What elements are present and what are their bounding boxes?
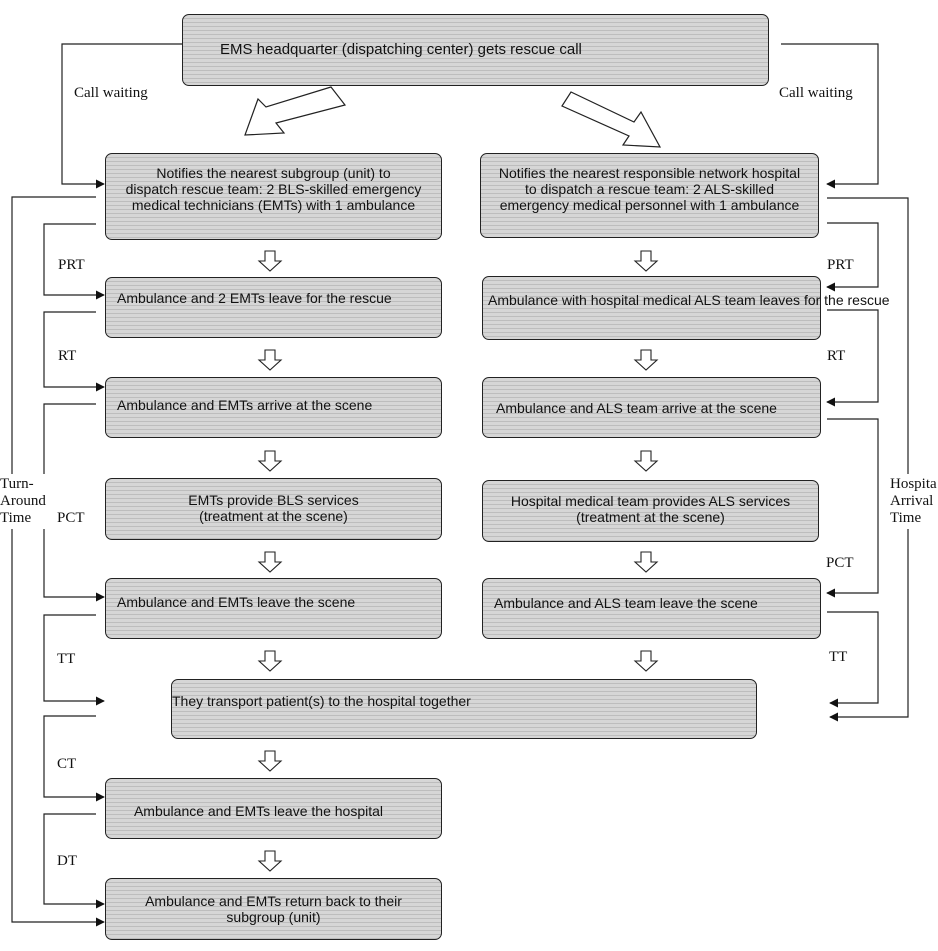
prt-left-label: PRT (58, 257, 85, 273)
tt-right-line (827, 611, 879, 708)
als-services-box: Hospital medical team provides ALS servi… (482, 480, 819, 542)
hollow-down-arrow-icon (633, 650, 659, 672)
als-leave-rescue-text: Ambulance with hospital medical ALS team… (488, 292, 890, 308)
hollow-down-arrow-icon (633, 551, 659, 573)
hollow-down-arrow-icon (257, 450, 283, 472)
hollow-arrow-right-diagonal (561, 91, 662, 148)
dt-left-line (43, 813, 105, 909)
bls-services-box: EMTs provide BLS services (treatment at … (105, 478, 442, 540)
hollow-down-arrow-icon (257, 750, 283, 772)
pct-left-label: PCT (57, 510, 85, 526)
als-leave-scene-text: Ambulance and ALS team leave the scene (494, 595, 758, 611)
bls-leave-scene-text: Ambulance and EMTs leave the scene (117, 594, 356, 610)
return-box: Ambulance and EMTs return back to their … (105, 878, 442, 940)
als-services-text: Hospital medical team provides ALS servi… (510, 493, 791, 525)
bls-arrive-box: Ambulance and EMTs arrive at the scene (105, 377, 442, 438)
return-text: Ambulance and EMTs return back to their … (145, 893, 402, 925)
call-waiting-left-line (61, 43, 182, 189)
headquarter-text: EMS headquarter (dispatching center) get… (220, 41, 582, 58)
hollow-down-arrow-icon (633, 349, 659, 371)
bls-leave-scene-box: Ambulance and EMTs leave the scene (105, 578, 442, 639)
hospital-arrival-line (827, 197, 909, 722)
prt-left-line (43, 223, 105, 300)
hollow-down-arrow-icon (633, 250, 659, 272)
transport-box: They transport patient(s) to the hospita… (171, 679, 757, 739)
call-waiting-right-line (781, 43, 879, 189)
bls-leave-rescue-box: Ambulance and 2 EMTs leave for the rescu… (105, 277, 442, 338)
als-arrive-text: Ambulance and ALS team arrive at the sce… (496, 400, 777, 416)
hollow-down-arrow-icon (257, 650, 283, 672)
bls-notify-box: Notifies the nearest subgroup (unit) to … (105, 153, 442, 240)
hollow-down-arrow-icon (257, 551, 283, 573)
rt-left-label: RT (58, 348, 77, 364)
bls-leave-rescue-text: Ambulance and 2 EMTs leave for the rescu… (117, 290, 392, 306)
tt-right-label: TT (829, 649, 848, 665)
dt-label: DT (57, 853, 77, 869)
transport-text: They transport patient(s) to the hospita… (172, 693, 471, 709)
pct-right-line (826, 418, 879, 598)
hollow-down-arrow-icon (257, 349, 283, 371)
call-waiting-left-label: Call waiting (74, 85, 148, 101)
prt-right-label: PRT (827, 257, 854, 273)
rt-left-line (43, 311, 105, 392)
als-notify-text: Notifies the nearest responsible network… (498, 165, 801, 213)
rt-right-line (826, 309, 879, 407)
rt-right-label: RT (827, 348, 846, 364)
tt-left-line (43, 614, 105, 706)
headquarter-box: EMS headquarter (dispatching center) get… (182, 14, 769, 86)
leave-hospital-text: Ambulance and EMTs leave the hospital (133, 803, 384, 819)
als-leave-scene-box: Ambulance and ALS team leave the scene (482, 578, 821, 639)
leave-hospital-box: Ambulance and EMTs leave the hospital (105, 778, 442, 839)
als-arrive-box: Ambulance and ALS team arrive at the sce… (482, 377, 821, 438)
bls-services-text: EMTs provide BLS services (treatment at … (188, 492, 359, 524)
bls-notify-text: Notifies the nearest subgroup (unit) to … (125, 165, 422, 213)
ct-left-line (43, 715, 105, 802)
turn-around-time-label: Turn- Around Time (0, 474, 46, 529)
bls-arrive-text: Ambulance and EMTs arrive at the scene (117, 397, 373, 413)
hollow-down-arrow-icon (257, 850, 283, 872)
hollow-down-arrow-icon (633, 450, 659, 472)
prt-right-line (826, 222, 879, 292)
hospital-arrival-time-label: Hospita Arrival Time (890, 474, 937, 529)
ct-label: CT (57, 756, 77, 772)
als-notify-box: Notifies the nearest responsible network… (480, 153, 819, 238)
als-leave-rescue-box: Ambulance with hospital medical ALS team… (482, 276, 890, 340)
pct-right-label: PCT (826, 555, 854, 571)
hollow-down-arrow-icon (257, 250, 283, 272)
hollow-arrow-left-diagonal (244, 86, 347, 136)
call-waiting-right-label: Call waiting (779, 85, 853, 101)
turn-around-line (11, 196, 105, 927)
tt-left-label: TT (57, 651, 76, 667)
pct-left-line (43, 403, 105, 602)
